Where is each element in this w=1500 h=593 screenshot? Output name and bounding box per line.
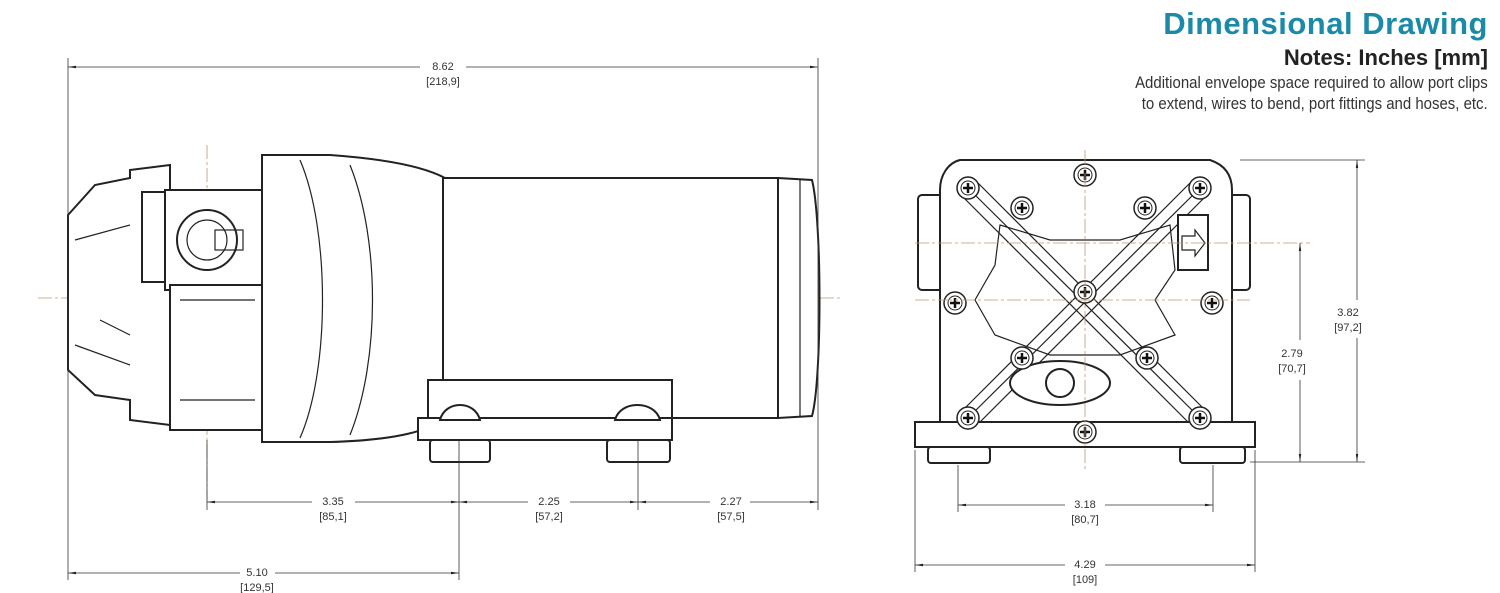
envelope-note-line-1: Additional envelope space required to al… bbox=[1135, 73, 1488, 92]
pump-housing bbox=[169, 284, 266, 431]
dim-height-mm: [97,2] bbox=[1334, 322, 1362, 334]
flow-direction-arrow-icon bbox=[1181, 228, 1206, 258]
dim-overall-length-mm: [218,9] bbox=[426, 76, 460, 88]
rubber-foot bbox=[927, 446, 991, 464]
dim-port-height-mm: [70,7] bbox=[1278, 363, 1306, 375]
dim-mount-to-end: 2.27 bbox=[720, 496, 741, 508]
units-note: Notes: Inches [mm] bbox=[1283, 45, 1488, 70]
dim-mount-width: 3.18 bbox=[1074, 499, 1095, 511]
dim-port-to-mount: 3.35 bbox=[322, 496, 343, 508]
page-title: Dimensional Drawing bbox=[1163, 6, 1488, 41]
dim-port-to-mount-mm: [85,1] bbox=[319, 511, 347, 523]
dim-overall-width-mm: [109] bbox=[1073, 574, 1097, 586]
dim-overall-width: 4.29 bbox=[1074, 559, 1095, 571]
motor-body bbox=[442, 177, 779, 419]
end-view: 2.79 [70,7] 3.82 [97,2] 3.18 [80,7] 4.29… bbox=[914, 150, 1365, 586]
dim-port-height: 2.79 bbox=[1281, 348, 1302, 360]
dim-mount-spacing-mm: [57,2] bbox=[535, 511, 563, 523]
drawing-header: Dimensional Drawing Notes: Inches [mm] A… bbox=[1087, 6, 1488, 114]
dim-front-to-mount: 5.10 bbox=[246, 567, 267, 579]
dim-mount-spacing: 2.25 bbox=[538, 496, 559, 508]
outlet-clip bbox=[1177, 214, 1209, 271]
motor-end-cap bbox=[777, 176, 821, 420]
dim-mount-width-mm: [80,7] bbox=[1071, 514, 1099, 526]
dim-overall-length: 8.62 bbox=[432, 61, 453, 73]
dim-mount-to-end-mm: [57,5] bbox=[717, 511, 745, 523]
rubber-foot bbox=[429, 439, 491, 463]
rubber-foot bbox=[606, 439, 671, 463]
mount-base bbox=[417, 417, 673, 441]
envelope-note-line-2: to extend, wires to bend, port fittings … bbox=[1142, 94, 1488, 113]
dim-height: 3.82 bbox=[1337, 307, 1358, 319]
side-view: 8.62 [218,9] 3.35 [85,1] 2.25 [57,2] 2.2… bbox=[38, 58, 842, 593]
rubber-foot bbox=[1179, 446, 1246, 464]
motor-bell bbox=[261, 154, 446, 443]
dim-front-to-mount-mm: [129,5] bbox=[240, 582, 274, 593]
